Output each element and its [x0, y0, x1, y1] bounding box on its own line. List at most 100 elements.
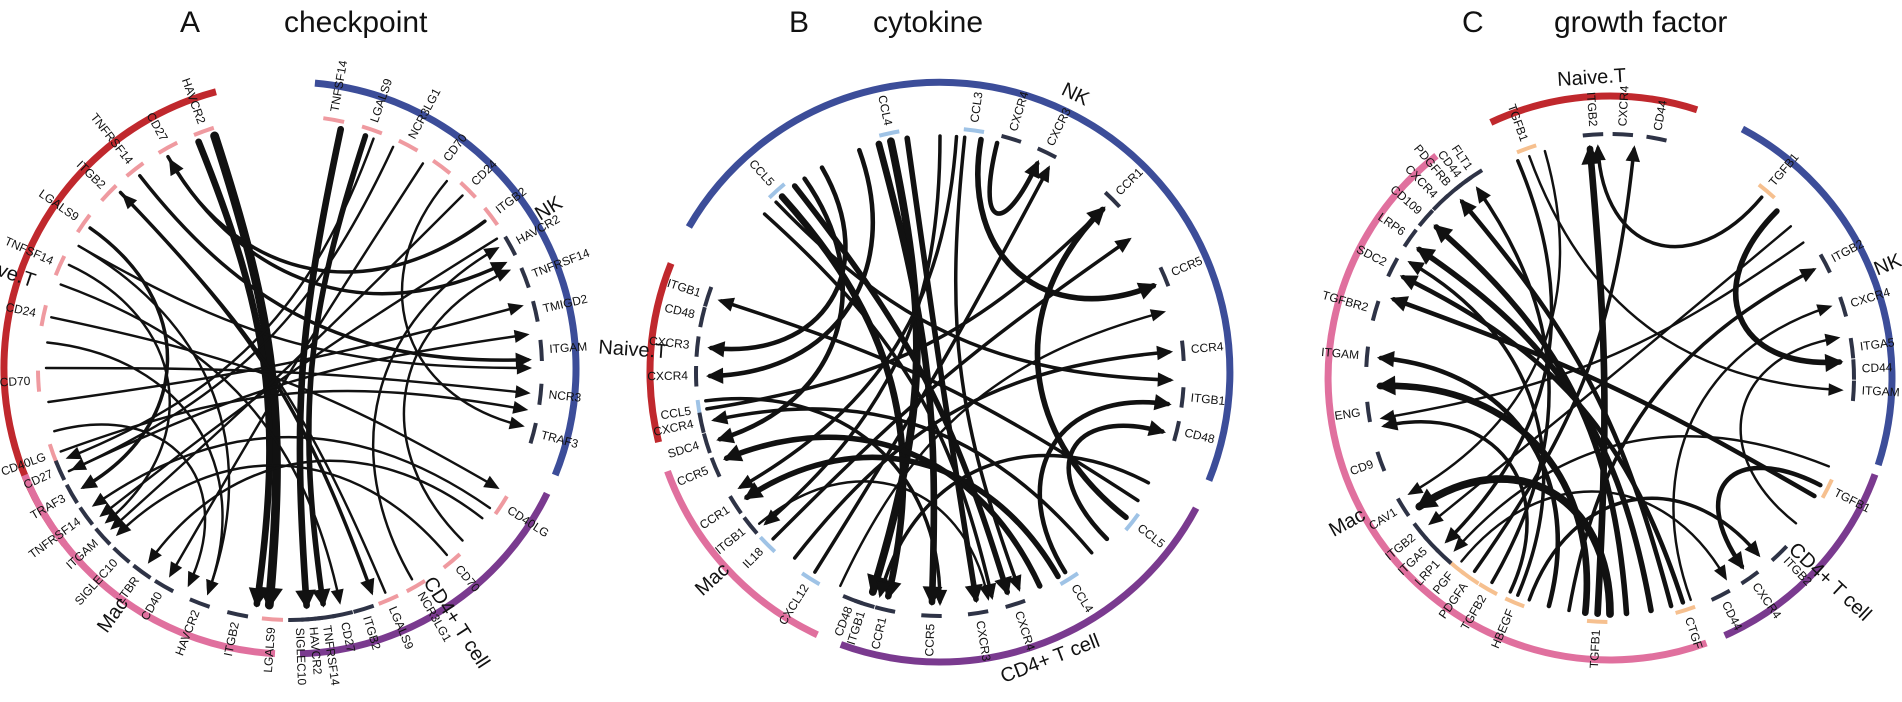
group-arc-cd4-t-cell [839, 506, 1200, 666]
gene-label: CXCR4 [647, 369, 688, 384]
gene-label: ITGB2 [1829, 236, 1866, 265]
gene-segment [132, 563, 152, 580]
chord-link [1672, 305, 1830, 602]
chord-link [77, 244, 530, 370]
chord-link [713, 407, 1094, 555]
chord-link [1476, 187, 1551, 585]
gene-segment [1586, 618, 1608, 624]
chord-arrowhead [1416, 488, 1439, 509]
chord-link [1376, 382, 1591, 617]
gene-segment [1820, 478, 1834, 499]
chord-link [1596, 146, 1764, 249]
chord-link [764, 134, 942, 525]
chord-link [46, 341, 224, 593]
gene-label: CCR4 [1190, 339, 1224, 356]
gene-label: ITGA5 [1859, 335, 1895, 353]
gene-segment [323, 116, 345, 124]
group-arc-nk [1740, 125, 1896, 467]
gene-segment [442, 552, 462, 570]
group-label-naive-t: Naive.T [598, 336, 668, 363]
gene-segment [842, 594, 863, 606]
chord-arrowhead [723, 444, 744, 462]
gene-segment [1646, 134, 1667, 143]
chord-link [1527, 496, 1760, 602]
chord-arrowhead [1714, 564, 1727, 581]
chord-link [306, 133, 369, 607]
chord-arrowhead [876, 580, 891, 598]
gene-segment [1386, 257, 1400, 278]
chord-link [1567, 268, 1815, 613]
gene-segment [1124, 512, 1141, 532]
gene-segment [157, 140, 179, 155]
gene-label: CD24 [4, 300, 37, 320]
chord-link [719, 299, 1140, 503]
gene-label: CD70 [0, 374, 31, 390]
gene-segment [963, 127, 985, 134]
gene-label: CXCR3 [973, 620, 993, 663]
gene-segment [483, 206, 500, 227]
gene-label: CCL5 [660, 404, 693, 423]
chord-arrowhead [964, 583, 983, 604]
gene-label: LRP6 [1375, 210, 1408, 239]
chord-link [111, 194, 464, 529]
gene-label: CXCR4 [652, 417, 695, 439]
chord-arrowhead [1727, 551, 1745, 570]
gene-label: TRAF3 [540, 428, 581, 451]
group-arc-cd4-t-cell [1723, 473, 1879, 639]
chord-arrowhead [1625, 145, 1640, 163]
chord-arrowhead [65, 446, 83, 460]
gene-label: CD44 [1719, 599, 1746, 633]
chord-arrowhead [1428, 510, 1444, 526]
chord-link [101, 237, 499, 516]
chord-link [1382, 241, 1805, 420]
gene-segment [1464, 168, 1484, 184]
gene-label: CD40 [138, 589, 166, 623]
chord-arrowhead [483, 247, 500, 261]
gene-segment [538, 339, 544, 362]
group-arc-cd4-t-cell [299, 491, 551, 658]
chord-arrowhead [1744, 540, 1761, 558]
gene-label: CCR5 [1169, 253, 1205, 279]
gene-label: ITGAM [1861, 383, 1900, 399]
gene-segment [78, 506, 95, 526]
chord-arrowhead [1399, 275, 1419, 291]
chord-arrowhead [513, 329, 530, 343]
group-arc-mac [21, 473, 276, 658]
chord-arrowhead [330, 588, 344, 605]
gene-label: HAVCR2 [307, 626, 325, 675]
gene-label: CXCR4 [1012, 609, 1038, 652]
gene-segment [1000, 133, 1022, 144]
chord-arrowhead [1376, 375, 1396, 396]
panel-a-title: checkpoint [284, 6, 428, 39]
chord-arrowhead [489, 261, 508, 276]
gene-segment [1180, 340, 1186, 361]
gene-segment [1396, 497, 1411, 518]
chord-link [68, 137, 375, 459]
chord-arrowhead [1453, 536, 1469, 552]
gene-label: CCR1 [1113, 165, 1146, 198]
chord-arrowhead [717, 297, 735, 312]
chord-arrowhead [80, 474, 99, 489]
gene-segment [377, 593, 399, 606]
gene-segment [1770, 544, 1789, 562]
chord-layer [704, 134, 1174, 606]
chord-link [400, 179, 523, 427]
gene-segment [1417, 209, 1435, 228]
gene-segment [1059, 571, 1080, 586]
chord-link [296, 125, 345, 609]
gene-label: SDC4 [666, 438, 701, 461]
chord-arrowhead [1157, 372, 1174, 387]
gene-label: CCR5 [922, 623, 937, 656]
chord-arrowhead [311, 588, 331, 608]
chord-arrowhead [115, 520, 132, 537]
chord-link [739, 134, 959, 489]
chord-link [813, 167, 1050, 574]
chord-link [1430, 225, 1793, 524]
gene-segment [1582, 132, 1604, 138]
gene-segment [493, 495, 509, 516]
gene-segment [1516, 143, 1537, 155]
chord-arrowhead [1444, 527, 1461, 544]
chord-arrowhead [707, 341, 726, 358]
